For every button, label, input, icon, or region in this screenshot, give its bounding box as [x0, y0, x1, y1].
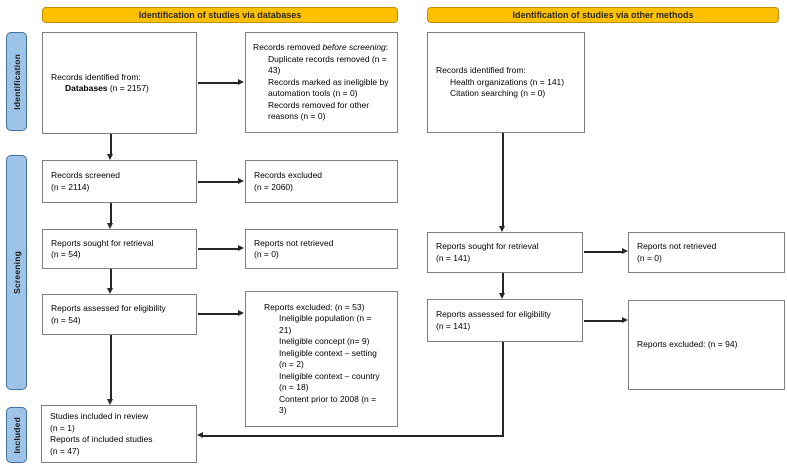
- reports-not-retrieved-db-line2: (n = 0): [254, 249, 279, 259]
- box-records-screened: Records screened (n = 2114): [42, 160, 197, 203]
- box-reports-not-retrieved-other: Reports not retrieved (n = 0): [628, 232, 785, 273]
- stage-tab-included-label: Included: [11, 416, 22, 454]
- arrow-other-sought-to-assessed-head: [499, 293, 506, 299]
- records-identified-db-line1: Records identified from:: [51, 71, 141, 82]
- box-records-identified-other: Records identified from: Health organiza…: [427, 32, 585, 133]
- arrow-assessed-to-reportsexcluded-line: [198, 313, 238, 315]
- records-identified-other-title: Records identified from:: [436, 65, 526, 76]
- arrow-screened-to-sought-head: [107, 223, 114, 229]
- records-screened-line2: (n = 2114): [51, 181, 90, 192]
- reports-assessed-other-line2: (n = 141): [436, 320, 471, 331]
- reports-excluded-db-item: Ineligible context – setting (n = 2): [279, 347, 377, 370]
- arrow-other-sought-to-assessed-line: [502, 273, 504, 293]
- reports-sought-db-line2: (n = 54): [51, 249, 81, 259]
- reports-excluded-db-item: Ineligible context – country (n = 18): [279, 370, 380, 393]
- stage-tab-identification-label: Identification: [11, 53, 22, 110]
- reports-not-retrieved-other-line2: (n = 0): [637, 252, 662, 263]
- reports-not-retrieved-db-line1: Reports not retrieved: [254, 237, 334, 248]
- stage-tab-included: Included: [6, 407, 27, 463]
- records-excluded-line1: Records excluded: [254, 170, 323, 180]
- arrow-other-assessed-to-included-vline: [502, 342, 504, 437]
- reports-not-retrieved-other-line1: Reports not retrieved: [637, 241, 717, 251]
- arrow-assessed-to-reportsexcluded-head: [238, 310, 244, 317]
- arrow-sought-to-assessed-line: [110, 269, 112, 288]
- records-removed-title-italic: before screening: [322, 42, 386, 53]
- reports-assessed-other-line1: Reports assessed for eligibility: [436, 309, 551, 319]
- arrow-other-sought-to-notretrieved-line: [584, 251, 622, 253]
- arrow-other-assessed-to-excluded-head: [622, 317, 628, 324]
- arrow-sought-to-notretrieved-head: [238, 245, 244, 252]
- arrow-screened-to-excluded-line: [198, 181, 238, 183]
- arrow-other-assessed-to-excluded-line: [584, 320, 622, 322]
- reports-sought-other-line1: Reports sought for retrieval: [436, 241, 539, 251]
- records-removed-item: Duplicate records removed (n = 43): [268, 53, 387, 76]
- arrow-identified-to-screened-head: [107, 154, 114, 160]
- reports-excluded-db-title: Reports excluded: (n = 53): [264, 301, 365, 312]
- arrow-sought-to-assessed-head: [107, 288, 114, 294]
- records-identified-other-item: Health organizations (n = 141): [450, 76, 565, 87]
- arrow-screened-to-excluded-head: [238, 178, 244, 185]
- box-studies-included: Studies included in review (n = 1) Repor…: [41, 405, 197, 463]
- studies-included-line3: Reports of included studies: [50, 434, 153, 444]
- databases-label: Databases: [65, 83, 108, 93]
- arrow-identified-to-removed-line: [198, 82, 238, 84]
- box-reports-assessed-databases: Reports assessed for eligibility (n = 54…: [42, 294, 197, 335]
- arrow-other-assessed-to-included-hline: [203, 435, 504, 437]
- records-screened-line1: Records screened: [51, 170, 120, 180]
- reports-excluded-db-item: Ineligible concept (n= 9): [279, 336, 370, 346]
- box-records-removed-before-screening: Records removed before screening: Duplic…: [245, 32, 398, 133]
- arrow-other-identified-to-sought-head: [499, 226, 506, 232]
- box-records-identified-databases: Records identified from: Databases (n = …: [42, 32, 197, 134]
- box-records-excluded: Records excluded (n = 2060): [245, 160, 398, 203]
- records-removed-title: Records removed before screening:: [253, 42, 391, 54]
- records-excluded-line2: (n = 2060): [254, 181, 293, 192]
- records-identified-other-item: Citation searching (n = 0): [450, 88, 546, 99]
- arrow-identified-to-screened-line: [110, 134, 112, 154]
- databases-count: (n = 2157): [107, 83, 149, 93]
- reports-assessed-db-line2: (n = 54): [51, 314, 81, 325]
- records-identified-db-line2: Databases (n = 2157): [65, 83, 190, 95]
- reports-sought-other-line2: (n = 141): [436, 252, 471, 263]
- stage-tab-screening-label: Screening: [11, 251, 22, 294]
- arrow-other-sought-to-notretrieved-head: [622, 248, 628, 255]
- reports-excluded-db-item: Ineligible population (n = 21): [279, 313, 372, 335]
- reports-excluded-other-title: Reports excluded: (n = 94): [637, 339, 738, 350]
- arrow-other-assessed-to-included-head: [197, 432, 203, 439]
- studies-included-line4: (n = 47): [50, 445, 80, 456]
- records-removed-title-suffix: :: [385, 42, 389, 53]
- records-removed-item: Records removed for other reasons (n = 0…: [268, 99, 370, 122]
- arrow-assessed-to-included-head: [107, 399, 114, 405]
- arrow-other-identified-to-sought-line: [502, 133, 504, 226]
- box-reports-not-retrieved-databases: Reports not retrieved (n = 0): [245, 229, 398, 269]
- stage-tab-identification: Identification: [6, 32, 27, 131]
- records-removed-item: Records marked as ineligible by automati…: [268, 76, 389, 99]
- box-reports-assessed-other: Reports assessed for eligibility (n = 14…: [427, 299, 583, 342]
- studies-included-line2: (n = 1): [50, 422, 75, 433]
- studies-included-line1: Studies included in review: [50, 411, 149, 421]
- stage-tab-screening: Screening: [6, 155, 27, 390]
- records-removed-title-prefix: Records removed: [253, 42, 323, 53]
- header-other-methods: Identification of studies via other meth…: [427, 7, 779, 23]
- reports-excluded-db-item: Content prior to 2008 (n = 3): [279, 393, 377, 416]
- arrow-sought-to-notretrieved-line: [198, 248, 238, 250]
- box-reports-excluded-other: Reports excluded: (n = 94): [628, 300, 785, 390]
- box-reports-excluded-databases: Reports excluded: (n = 53) Ineligible po…: [245, 291, 398, 427]
- box-reports-sought-other: Reports sought for retrieval (n = 141): [427, 232, 583, 273]
- box-reports-sought-databases: Reports sought for retrieval (n = 54): [42, 229, 197, 269]
- reports-sought-db-line1: Reports sought for retrieval: [51, 237, 154, 248]
- arrow-assessed-to-included-line: [110, 335, 112, 399]
- arrow-screened-to-sought-line: [110, 203, 112, 223]
- header-databases: Identification of studies via databases: [42, 7, 398, 23]
- reports-assessed-db-line1: Reports assessed for eligibility: [51, 303, 166, 313]
- arrow-identified-to-removed-head: [238, 79, 244, 86]
